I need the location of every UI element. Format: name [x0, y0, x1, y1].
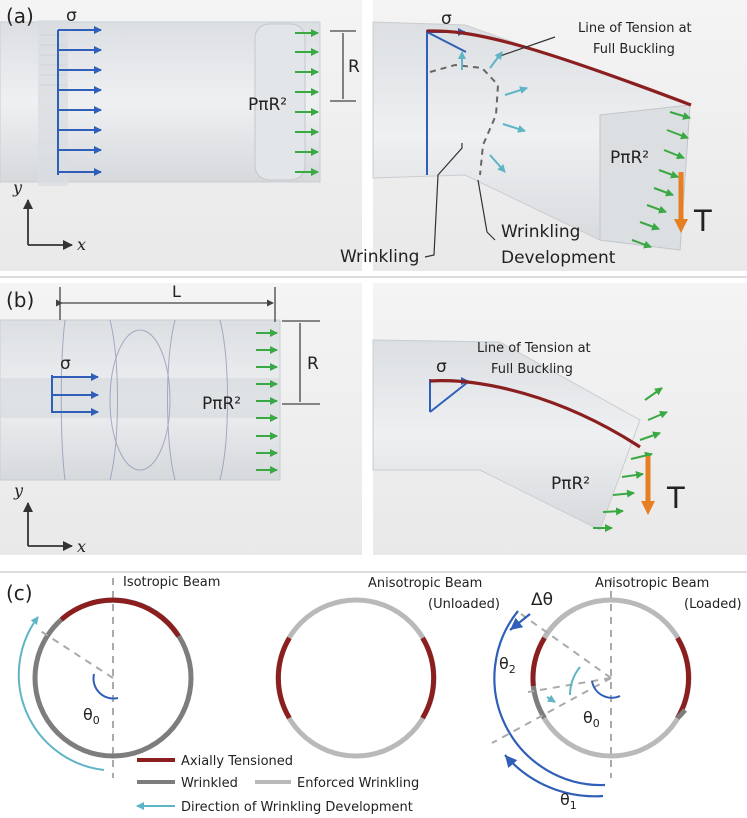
anisotropic-loaded-cross-section	[491, 578, 692, 798]
theta0-label-b: θ0	[583, 708, 600, 730]
pressure-label: PπR²	[248, 95, 287, 115]
sigma-stress-arrows	[57, 26, 102, 176]
radius-label: R	[348, 57, 360, 77]
development-label-2: Development	[501, 248, 616, 268]
isotropic-title: Isotropic Beam	[123, 575, 220, 590]
pressure-label-b-buckled: PπR²	[551, 474, 590, 494]
panel-a: (a) σ	[0, 0, 747, 271]
load-label: T	[693, 204, 712, 238]
legend-tensioned: Axially Tensioned	[181, 754, 293, 769]
legend-direction: Direction of Wrinkling Development	[181, 800, 413, 815]
theta1-label: θ1	[560, 790, 577, 812]
xy-axes	[23, 199, 73, 250]
sigma-label-buckled: σ	[441, 9, 452, 29]
sigma-arrows-b	[51, 373, 99, 416]
tension-label-1: Line of Tension at	[578, 21, 692, 36]
development-leader	[477, 179, 496, 241]
y-axis-label-b: y	[13, 481, 24, 500]
panel-c: (c) Isotropic Beam θ0 Anisotropic Beam (…	[6, 575, 742, 815]
pressure-arrows-buckled	[631, 111, 691, 249]
pressure-label-b: PπR²	[202, 394, 241, 414]
development-label-1: Wrinkling	[501, 222, 580, 242]
sigma-label: σ	[66, 6, 77, 26]
legend-wrinkled: Wrinkled	[181, 776, 238, 791]
wrinkling-label: Wrinkling	[340, 247, 419, 267]
wrinkle-direction-arrows	[458, 51, 528, 173]
radius-label-b: R	[307, 354, 319, 374]
x-axis-label-b: x	[77, 537, 86, 556]
wrinkling-leader	[424, 143, 463, 258]
theta2-label: θ2	[499, 654, 516, 676]
legend-enforced: Enforced Wrinkling	[297, 776, 419, 791]
legend: Axially Tensioned Wrinkled Enforced Wrin…	[136, 754, 419, 815]
load-label-b: T	[666, 481, 685, 515]
photo-b-straight	[0, 283, 362, 555]
sigma-label-b-buckled: σ	[436, 357, 447, 377]
radius-dimension-b	[282, 320, 320, 405]
delta-theta-label: Δθ	[531, 590, 553, 610]
photo-a-straight	[0, 0, 362, 271]
panel-b-tag: (b)	[6, 288, 34, 312]
tension-line	[426, 29, 692, 107]
xy-axes-b	[23, 502, 73, 551]
aniso-unloaded-title-2: (Unloaded)	[428, 597, 500, 612]
isotropic-cross-section	[17, 578, 194, 778]
pressure-arrows	[295, 29, 319, 176]
pressure-arrows-b	[256, 329, 278, 474]
length-dimension	[56, 287, 276, 322]
pressure-label-buckled: PπR²	[610, 148, 649, 168]
photo-b-buckled	[372, 283, 747, 555]
tension-line-b	[429, 379, 641, 449]
aniso-unloaded-title-1: Anisotropic Beam	[368, 576, 482, 591]
theta0-label: θ0	[83, 705, 100, 727]
tension-label-b-2: Full Buckling	[491, 362, 573, 377]
tension-leader	[499, 36, 556, 57]
pressure-arrows-b-buckled	[593, 387, 668, 532]
x-axis-label: x	[77, 235, 86, 254]
wrinkle-front	[429, 63, 500, 176]
panel-a-tag: (a)	[6, 4, 34, 28]
aniso-loaded-title-1: Anisotropic Beam	[595, 576, 709, 591]
radius-dimension	[330, 30, 356, 102]
tension-label-2: Full Buckling	[593, 42, 675, 57]
aniso-loaded-title-2: (Loaded)	[684, 597, 742, 612]
length-label: L	[172, 282, 181, 301]
panel-c-tag: (c)	[6, 581, 33, 605]
y-axis-label: y	[12, 178, 23, 197]
tension-label-b-1: Line of Tension at	[477, 341, 591, 356]
anisotropic-unloaded-cross-section	[275, 597, 437, 759]
panel-b: (b) L R σ	[0, 282, 747, 556]
sigma-label-b: σ	[60, 354, 71, 374]
